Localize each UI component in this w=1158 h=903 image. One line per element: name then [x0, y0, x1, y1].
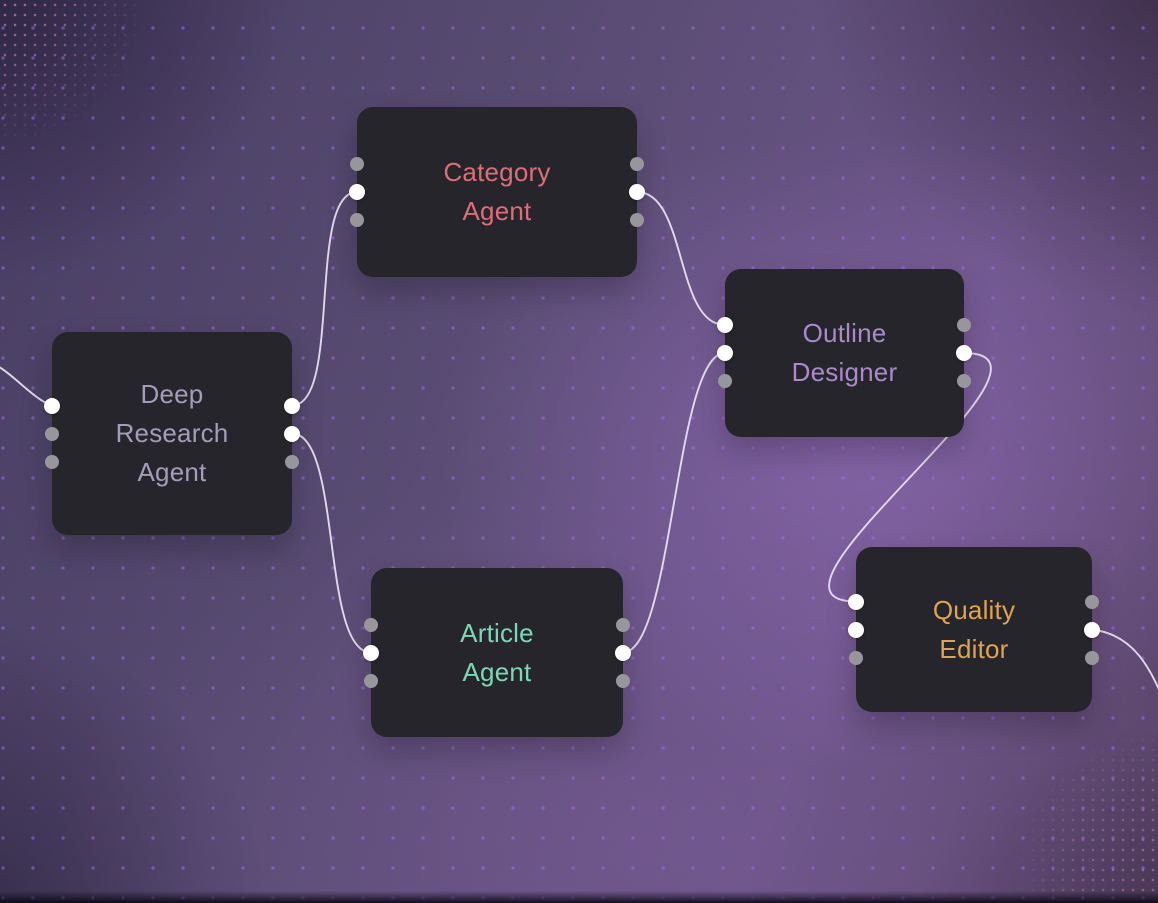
port-category-agent-left-1[interactable]	[349, 184, 365, 200]
node-label-line: Research	[115, 418, 229, 448]
edge-deep-research-to-article[interactable]	[291, 432, 372, 654]
edge-category-to-outline[interactable]	[636, 191, 726, 326]
port-article-agent-left-0[interactable]	[364, 617, 378, 632]
port-category-agent-right-1[interactable]	[629, 184, 645, 200]
port-deep-research-agent-left-2[interactable]	[45, 454, 59, 469]
port-category-agent-right-0[interactable]	[630, 157, 644, 171]
port-outline-designer-left-0[interactable]	[717, 317, 733, 333]
port-article-agent-right-2[interactable]	[616, 673, 630, 688]
port-deep-research-agent-right-1[interactable]	[284, 425, 300, 442]
port-quality-editor-right-2[interactable]	[1085, 650, 1099, 665]
port-deep-research-agent-right-2[interactable]	[285, 454, 299, 469]
port-outline-designer-left-1[interactable]	[717, 345, 733, 361]
edge-outline-to-quality[interactable]	[828, 352, 992, 603]
port-article-agent-left-1[interactable]	[363, 644, 379, 661]
node-label-line: Outline	[802, 318, 887, 348]
port-outline-designer-right-0[interactable]	[957, 318, 971, 332]
port-outline-designer-right-2[interactable]	[957, 374, 971, 388]
node-label-line: Agent	[137, 457, 207, 487]
port-quality-editor-right-1[interactable]	[1084, 621, 1100, 638]
edge-article-to-outline[interactable]	[622, 352, 726, 654]
port-article-agent-left-2[interactable]	[364, 673, 378, 688]
port-deep-research-agent-left-0[interactable]	[44, 397, 60, 414]
edge-quality-to-offscreen[interactable]	[1091, 628, 1158, 725]
port-quality-editor-right-0[interactable]	[1085, 594, 1099, 609]
node-label-line: Deep	[140, 379, 204, 409]
port-category-agent-left-2[interactable]	[350, 213, 364, 227]
port-outline-designer-right-1[interactable]	[956, 345, 972, 361]
bottom-vignette	[0, 891, 1158, 903]
halftone-decoration-bottom-right	[1018, 725, 1158, 895]
port-category-agent-left-0[interactable]	[350, 157, 364, 171]
node-label-line: Editor	[939, 633, 1009, 664]
node-label-line: Quality	[932, 594, 1016, 625]
port-outline-designer-left-2[interactable]	[718, 374, 732, 388]
node-label-line: Article	[460, 617, 534, 648]
edge-deep-research-to-category[interactable]	[291, 191, 358, 407]
halftone-decoration-top-left	[0, 0, 150, 150]
port-deep-research-agent-left-1[interactable]	[45, 426, 59, 441]
node-label-line: Designer	[791, 357, 898, 387]
node-label-line: Agent	[462, 656, 532, 687]
port-deep-research-agent-right-0[interactable]	[284, 397, 300, 414]
port-article-agent-right-0[interactable]	[616, 617, 630, 632]
port-quality-editor-left-0[interactable]	[848, 593, 864, 610]
port-quality-editor-left-1[interactable]	[848, 621, 864, 638]
port-category-agent-right-2[interactable]	[630, 213, 644, 227]
port-article-agent-right-1[interactable]	[615, 644, 631, 661]
node-label-line: Agent	[462, 196, 532, 226]
node-label-line: Category	[443, 157, 551, 187]
port-quality-editor-left-2[interactable]	[849, 650, 863, 665]
